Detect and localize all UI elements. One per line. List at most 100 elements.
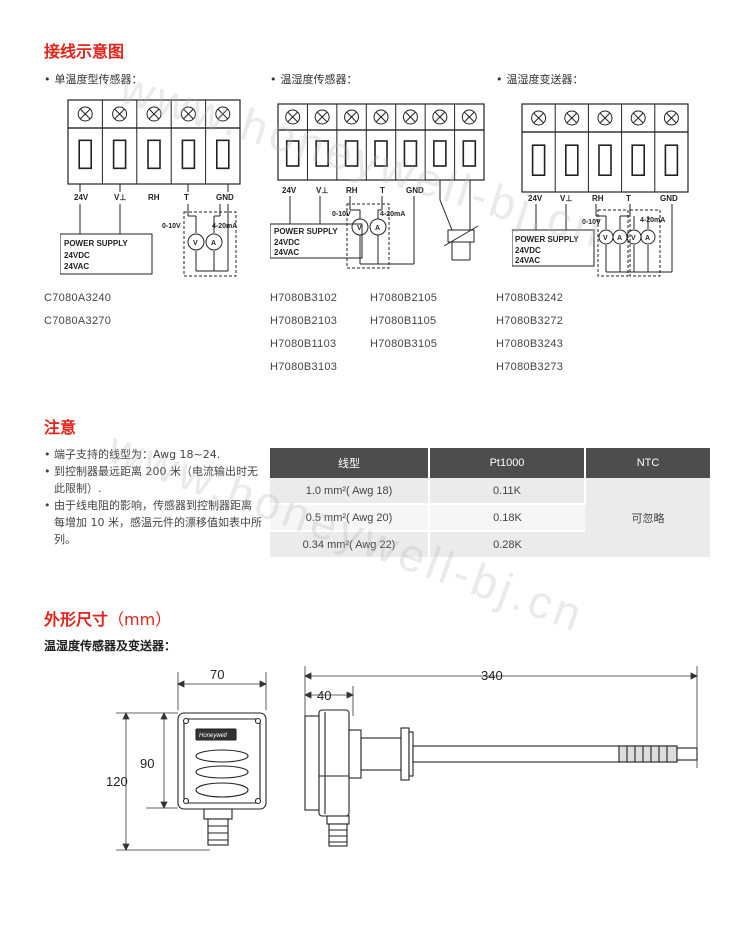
terminal-label: RH xyxy=(148,193,160,202)
terminal-label: V⊥ xyxy=(114,193,126,202)
power-supply-label: POWER SUPPLY xyxy=(64,239,128,248)
wiring-title: 接线示意图 xyxy=(44,42,125,61)
terminal-slot xyxy=(181,139,196,170)
terminal-screw-icon xyxy=(285,109,301,125)
table-cell: 1.0 mm²( Awg 18) xyxy=(270,478,430,505)
meter-symbol: A xyxy=(211,240,216,247)
terminal-label: 24V xyxy=(528,194,543,203)
terminal-screw-icon xyxy=(663,110,679,126)
meter-symbol: A xyxy=(645,235,650,242)
dimension-depth: 40 xyxy=(317,688,331,703)
model-number: C7080A3270 xyxy=(44,315,112,327)
meter-range: 4-20mA xyxy=(380,211,405,218)
table-header: 线型 xyxy=(270,448,430,478)
terminal-slot xyxy=(564,144,579,177)
drift-table: 线型 Pt1000 NTC 1.0 mm²( Awg 18) 0.11K 可忽略… xyxy=(270,448,710,559)
model-number: H7080B1105 xyxy=(370,315,437,327)
dimension-inner-height: 90 xyxy=(140,756,154,771)
terminal-label: RH xyxy=(346,186,358,195)
model-number: H7080B3273 xyxy=(496,361,564,373)
terminal-label: RH xyxy=(592,194,604,203)
model-number: H7080B3103 xyxy=(270,361,338,373)
terminal-screw-icon xyxy=(215,106,231,122)
dimension-height: 120 xyxy=(106,774,128,789)
model-number: H7080B2105 xyxy=(370,292,438,304)
table-header: Pt1000 xyxy=(429,448,586,478)
wiring-diagram-single: 24V V⊥ RH T GND POWER SUPPLY 24VDC 24VAC… xyxy=(60,99,241,277)
model-number: H7080B3242 xyxy=(496,292,564,304)
terminal-label: T xyxy=(626,194,631,203)
terminal-slot xyxy=(315,140,329,167)
terminal-label: V⊥ xyxy=(316,186,328,195)
terminal-screw-icon xyxy=(373,109,389,125)
terminal-label: T xyxy=(184,193,189,202)
model-number: H7080B3105 xyxy=(370,338,438,350)
terminal-screw-icon xyxy=(146,106,162,122)
meter-range: 0-10V xyxy=(162,223,181,230)
terminal-slot xyxy=(147,139,161,170)
meter-range: 0-10V xyxy=(332,211,351,218)
table-row: 0.5 mm²( Awg 20) 0.18K xyxy=(270,504,710,532)
terminal-slot xyxy=(531,144,546,177)
terminal-slot xyxy=(403,140,418,167)
terminal-screw-icon xyxy=(314,109,330,125)
terminal-label: V⊥ xyxy=(560,194,572,203)
dimensions-subtitle: 温湿度传感器及变送器： xyxy=(44,639,177,653)
wiring-diagram-th-transmitter: 24V V⊥ RH T GND POWER SUPPLY 24VDC 24VAC… xyxy=(512,103,689,277)
terminal-label: 24V xyxy=(74,193,89,202)
model-number: C7080A3240 xyxy=(44,292,112,304)
column-label-single: 单温度型传感器： xyxy=(44,71,143,87)
terminal-screw-icon xyxy=(597,110,613,126)
power-supply-label: POWER SUPPLY xyxy=(515,235,579,244)
table-row: 0.34 mm²( Awg 22) 0.28K xyxy=(270,531,710,559)
dimensions-title: 外形尺寸（mm） xyxy=(44,610,172,629)
power-voltage: 24VDC xyxy=(274,238,300,247)
terminal-label: T xyxy=(380,186,385,195)
notes-list: 端子支持的线型为：Awg 18~24. 到控制器最远距离 200 米（电流输出时… xyxy=(44,446,262,548)
brand-logo-text: Honeywell xyxy=(199,733,227,739)
meter-symbol: V xyxy=(193,240,198,247)
meter-symbol: A xyxy=(617,235,622,242)
power-voltage: 24VAC xyxy=(515,256,540,265)
terminal-slot xyxy=(433,140,447,167)
ntc-cell: 可忽略 xyxy=(585,478,710,559)
dimension-width: 70 xyxy=(210,668,224,682)
column-label-th-transmitter: 温湿度变送器： xyxy=(496,71,584,87)
terminal-label: GND xyxy=(216,193,234,202)
terminal-slot xyxy=(598,144,612,177)
table-cell: 0.5 mm²( Awg 20) xyxy=(270,504,430,532)
terminal-screw-icon xyxy=(344,109,360,125)
power-voltage: 24VAC xyxy=(274,248,299,257)
terminal-screw-icon xyxy=(531,110,547,126)
terminal-screw-icon xyxy=(461,109,477,125)
table-cell: 0.11K xyxy=(429,478,586,505)
model-number: H7080B3102 xyxy=(270,292,338,304)
terminal-label: GND xyxy=(660,194,678,203)
terminal-screw-icon xyxy=(77,106,93,122)
terminal-slot xyxy=(78,139,93,170)
terminal-screw-icon xyxy=(402,109,418,125)
table-cell: 0.18K xyxy=(429,504,585,532)
terminal-label: 24V xyxy=(282,186,297,195)
terminal-slot xyxy=(462,140,477,167)
dimension-length: 340 xyxy=(481,668,503,683)
front-view-drawing: Honeywell 70 90 120 xyxy=(106,668,267,851)
meter-range: 4-20mA xyxy=(212,223,237,230)
table-header: NTC xyxy=(585,448,710,478)
model-number: H7080B2103 xyxy=(270,315,338,327)
terminal-screw-icon xyxy=(112,106,128,122)
meter-range: 4-20mA xyxy=(640,217,665,224)
terminal-screw-icon xyxy=(564,110,580,126)
terminal-slot xyxy=(374,140,388,167)
terminal-slot xyxy=(285,140,300,167)
power-voltage: 24VDC xyxy=(515,246,541,255)
note-item: 端子支持的线型为：Awg 18~24. xyxy=(44,446,262,463)
meter-symbol: V xyxy=(603,235,608,242)
terminal-slot xyxy=(344,140,359,167)
note-item: 由于线电阻的影响，传感器到控制器距离每增加 10 米，感温元件的漂移值如表中所列… xyxy=(44,497,262,548)
model-number: H7080B1103 xyxy=(270,338,337,350)
terminal-slot xyxy=(112,139,127,170)
terminal-slot xyxy=(664,144,679,177)
meter-symbol: V xyxy=(631,235,636,242)
side-view-drawing: 340 40 xyxy=(304,666,698,847)
